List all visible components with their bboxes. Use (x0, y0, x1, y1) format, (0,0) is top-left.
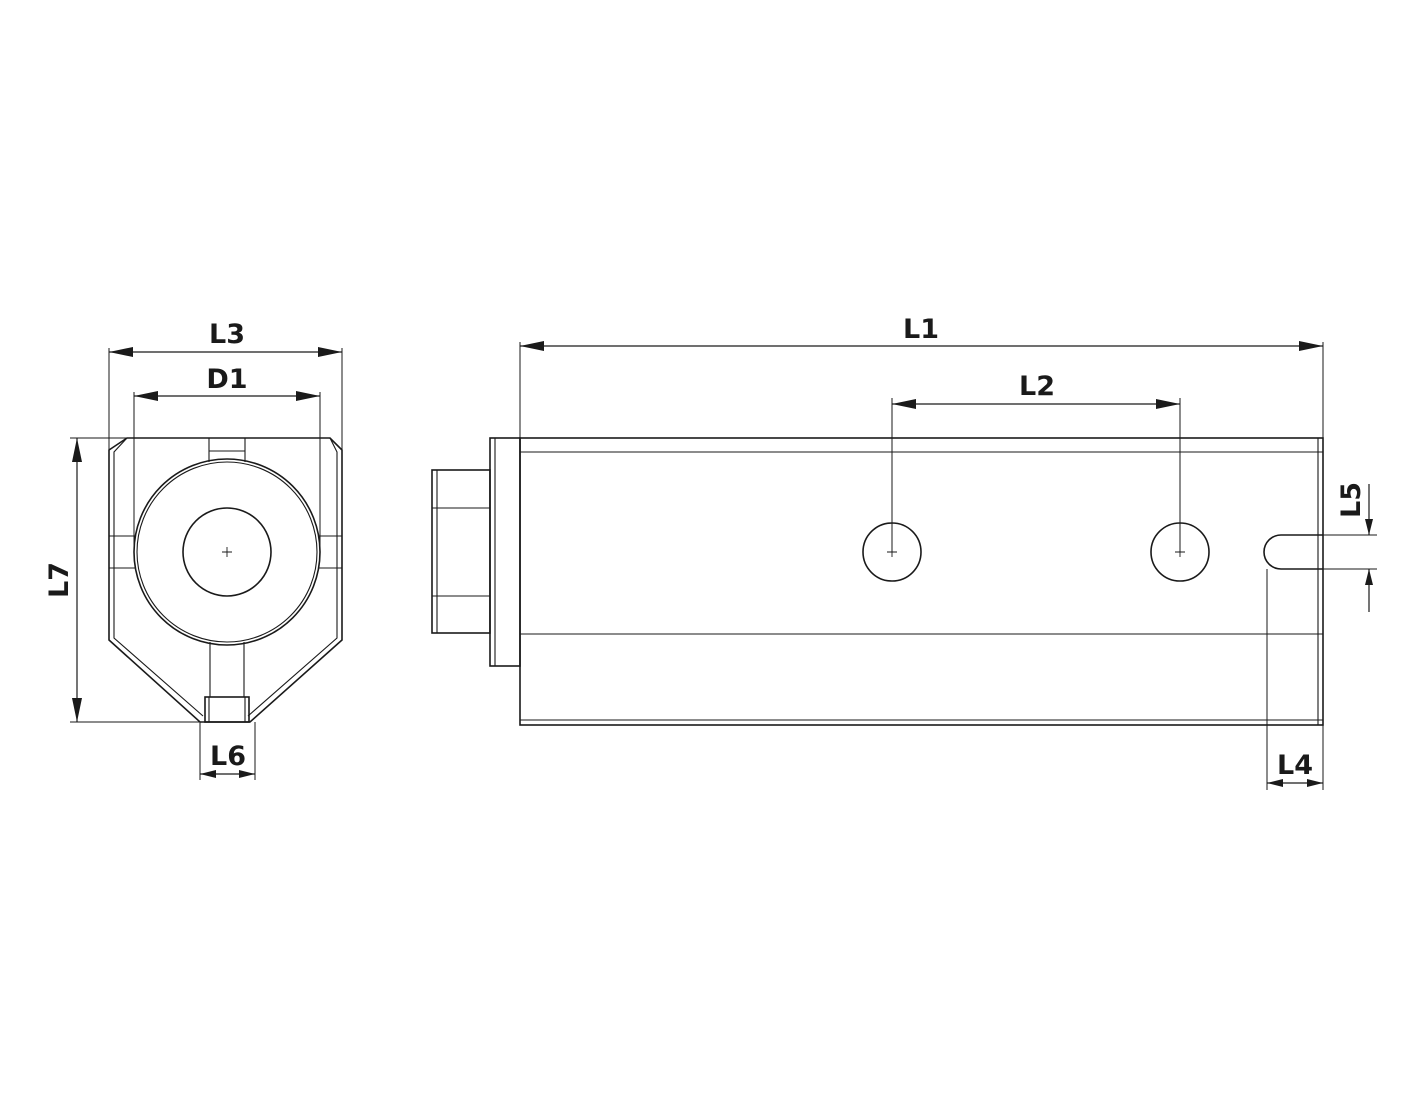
keyway-top (208, 438, 246, 462)
dimension-label-l3: L3 (209, 319, 245, 350)
nut-chamfer (432, 470, 490, 633)
dimension-label-l4: L4 (1277, 750, 1313, 781)
dimension-l3: L3 (108, 319, 343, 450)
dimension-label-l7: L7 (44, 562, 75, 598)
dimension-label-l6: L6 (210, 741, 246, 772)
nut (431, 469, 491, 634)
dimension-l4: L4 (1266, 569, 1324, 790)
bore-center-mark (222, 547, 232, 557)
bottom-slot-inner (208, 697, 246, 722)
end-slot (1263, 534, 1323, 570)
shank-body (519, 437, 1324, 726)
end-view-chamfer-left (113, 437, 204, 717)
dimension-l7: L7 (44, 437, 205, 723)
dimension-label-d1: D1 (206, 364, 247, 395)
keyway-left (109, 535, 135, 569)
end-view-chamfer-right (247, 437, 338, 717)
dimension-label-l1: L1 (903, 314, 939, 345)
end-view-outline (108, 437, 343, 723)
dimension-l1: L1 (519, 314, 1324, 438)
bore-inner-circle (182, 507, 272, 597)
dimension-l2: L2 (891, 371, 1181, 552)
bore-outer-circle-inner-line (136, 461, 318, 643)
keyway-bottom (209, 642, 245, 697)
keyway-right (319, 535, 342, 569)
dimension-l6: L6 (199, 722, 256, 780)
dimension-d1: D1 (133, 364, 321, 552)
bottom-slot (204, 696, 250, 723)
dimension-label-l2: L2 (1019, 371, 1055, 402)
dimension-l5: L5 (1323, 482, 1377, 612)
dimension-label-l5: L5 (1336, 482, 1367, 518)
end-view (108, 437, 343, 723)
side-view (431, 437, 1324, 726)
